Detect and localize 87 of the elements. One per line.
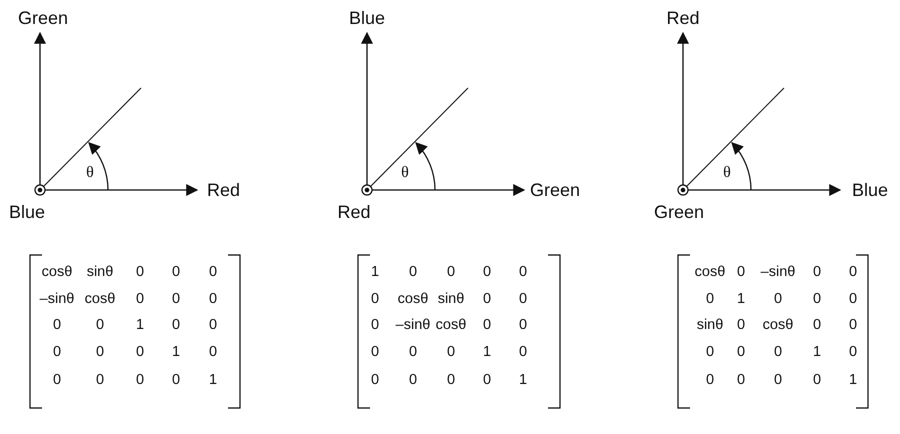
matrix-entry: 0 bbox=[774, 372, 782, 388]
matrix-entry: 1 bbox=[370, 264, 380, 280]
axis-label: Green bbox=[530, 181, 580, 199]
matrix-entry: 1 bbox=[482, 344, 492, 360]
angle-label: θ bbox=[723, 165, 731, 181]
axis-label: Blue bbox=[348, 9, 386, 27]
matrix-entry: 0 bbox=[736, 372, 746, 388]
matrix-entry: cosθ bbox=[42, 264, 72, 280]
matrix-entry: 0 bbox=[208, 292, 218, 306]
matrix-entry: 0 bbox=[52, 372, 62, 388]
matrix-entry: 0 bbox=[736, 264, 746, 280]
matrix-entry: 0 bbox=[812, 264, 822, 280]
axis-label: Red bbox=[207, 181, 240, 199]
matrix-entry: 0 bbox=[172, 372, 180, 388]
matrix-entry: cosθ bbox=[694, 264, 726, 280]
angle-label: θ bbox=[401, 165, 409, 181]
matrix-entry: 0 bbox=[482, 318, 492, 332]
matrix-entry: 0 bbox=[446, 372, 456, 388]
matrix-entry: 0 bbox=[446, 344, 456, 360]
matrix-entry: 0 bbox=[370, 372, 380, 388]
matrix-entry: 1 bbox=[812, 344, 822, 360]
matrix-entry: sinθ bbox=[696, 318, 724, 332]
axis-label: Red bbox=[666, 9, 700, 27]
matrix-entry: 0 bbox=[208, 344, 218, 360]
matrix-entry: cosθ bbox=[398, 292, 428, 306]
matrix-entry: cosθ bbox=[84, 292, 116, 306]
matrix-entry: 0 bbox=[706, 344, 714, 360]
matrix-entry: cosθ bbox=[762, 318, 794, 332]
matrix-entry: 0 bbox=[96, 372, 104, 388]
axis-label: Blue bbox=[852, 181, 888, 199]
matrix-entry: 1 bbox=[172, 344, 180, 360]
matrix-entry: sinθ bbox=[86, 264, 114, 280]
matrix-entry: 0 bbox=[172, 318, 180, 332]
matrix-entry: 0 bbox=[96, 318, 104, 332]
matrix-entry: 0 bbox=[172, 292, 180, 306]
matrix-entry: 0 bbox=[370, 318, 380, 332]
matrix-entry: 0 bbox=[848, 292, 858, 306]
matrix-entry: 0 bbox=[848, 264, 858, 280]
matrix-entry: 0 bbox=[518, 292, 528, 306]
matrix-entry: 0 bbox=[518, 264, 528, 280]
matrix-entry: 0 bbox=[774, 292, 782, 306]
matrix-entry: 0 bbox=[812, 292, 822, 306]
matrix-entry: 0 bbox=[52, 344, 62, 360]
matrix-entry: –sinθ bbox=[760, 264, 796, 280]
matrix-entry: 0 bbox=[208, 264, 218, 280]
matrix-entry: 0 bbox=[446, 264, 456, 280]
matrix-entry: 0 bbox=[96, 344, 104, 360]
matrix-entry: 0 bbox=[812, 318, 822, 332]
matrix-entry: 0 bbox=[370, 292, 380, 306]
angle-label: θ bbox=[86, 165, 94, 181]
matrix-entry: 0 bbox=[208, 318, 218, 332]
matrix-entry: 0 bbox=[774, 344, 782, 360]
matrix-entry: 1 bbox=[848, 372, 858, 388]
matrix-entry: 0 bbox=[736, 318, 746, 332]
axis-label: Red bbox=[337, 203, 371, 221]
matrix-entry: 0 bbox=[172, 264, 180, 280]
matrix-entry: 0 bbox=[482, 264, 492, 280]
axis-label: Green bbox=[654, 203, 704, 221]
matrix-entry: 1 bbox=[136, 318, 144, 332]
matrix-entry: 0 bbox=[518, 344, 528, 360]
matrix-entry: 0 bbox=[706, 292, 714, 306]
matrix-entry: 0 bbox=[482, 292, 492, 306]
matrix-entry: 0 bbox=[812, 372, 822, 388]
matrix-entry: –sinθ bbox=[396, 318, 430, 332]
axis-label: Blue bbox=[8, 203, 46, 221]
matrix-entry: 0 bbox=[736, 344, 746, 360]
matrix-entry: 0 bbox=[408, 344, 418, 360]
matrix-entry: 0 bbox=[136, 372, 144, 388]
matrix-entry: 1 bbox=[518, 372, 528, 388]
matrix-entry: 0 bbox=[52, 318, 62, 332]
matrix-entry: 0 bbox=[706, 372, 714, 388]
matrix-entry: cosθ bbox=[436, 318, 466, 332]
matrix-entry: 0 bbox=[370, 344, 380, 360]
matrix-entry: 1 bbox=[208, 372, 218, 388]
matrix-entry: 0 bbox=[136, 344, 144, 360]
matrix-entry: 1 bbox=[736, 292, 746, 306]
matrix-entry: 0 bbox=[136, 292, 144, 306]
matrix-entry: 0 bbox=[848, 344, 858, 360]
matrix-entry: 0 bbox=[848, 318, 858, 332]
matrix-entry: 0 bbox=[136, 264, 144, 280]
axis-label: Green bbox=[18, 9, 68, 27]
matrix-entry: 0 bbox=[408, 264, 418, 280]
matrix-entry: 0 bbox=[518, 318, 528, 332]
matrix-entry: –sinθ bbox=[40, 292, 74, 306]
matrix-entry: 0 bbox=[482, 372, 492, 388]
matrix-entry: sinθ bbox=[438, 292, 464, 306]
matrix-entry: 0 bbox=[408, 372, 418, 388]
